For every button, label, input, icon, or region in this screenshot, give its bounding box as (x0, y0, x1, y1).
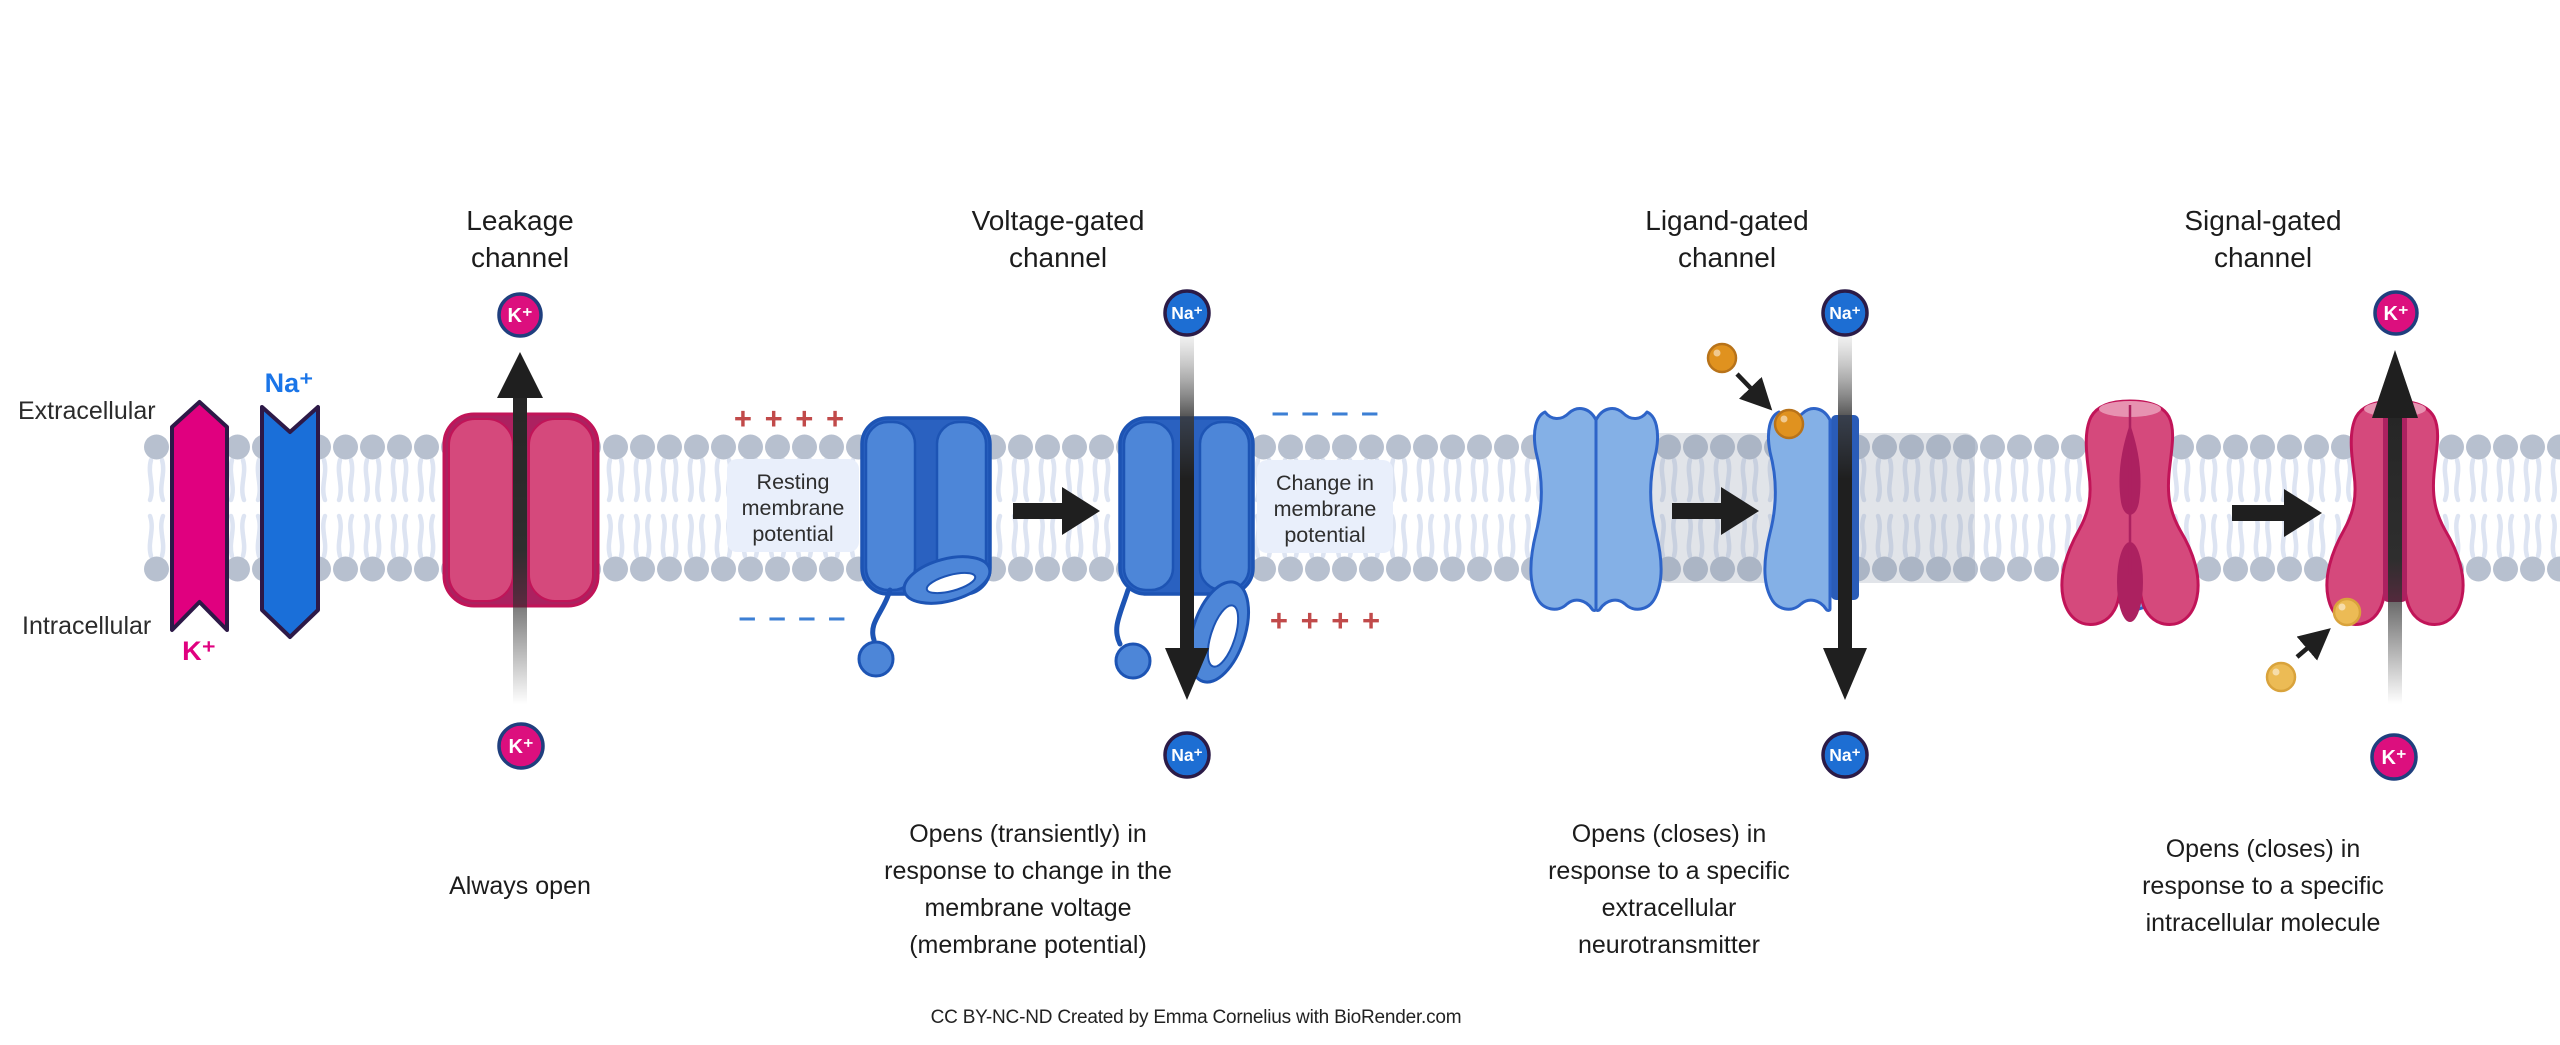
na-ribbon-arrow (260, 405, 320, 639)
neurotransmitter-free (1706, 342, 1738, 374)
svg-text:channel: channel (2214, 242, 2312, 273)
na-ion-label: Na⁺ (1829, 745, 1861, 765)
na-ion-badge-ligand-top: Na⁺ (1821, 289, 1869, 337)
plus-charges-changed-inside: + + + + (1270, 603, 1382, 638)
ligand-gated-channel-closed (1529, 407, 1663, 612)
na-ion-badge-ligand-bottom: Na⁺ (1821, 731, 1869, 779)
svg-text:response to a specific: response to a specific (1548, 857, 1790, 885)
k-ion-label: K⁺ (509, 736, 534, 758)
intracellular-label: Intracellular (22, 612, 151, 640)
transition-arrow-ligand (1672, 487, 1759, 535)
resting-box-line1: Resting (757, 470, 830, 494)
inactivation-chain (870, 587, 893, 643)
na-ion-badge-voltage-top: Na⁺ (1163, 289, 1211, 337)
k-ion-label: K⁺ (508, 305, 533, 327)
k-up-arrow-leakage (497, 352, 543, 704)
svg-text:extracellular: extracellular (1602, 894, 1737, 922)
svg-text:channel: channel (471, 242, 569, 273)
transition-arrow-signal (2232, 489, 2322, 537)
svg-text:Voltage-gated: Voltage-gated (972, 205, 1145, 236)
k-ion-badge-leakage-top: K⁺ (497, 292, 543, 338)
svg-text:channel: channel (1678, 242, 1776, 273)
voltage-caption: Opens (transiently) in response to chang… (884, 820, 1172, 959)
svg-text:Opens (closes) in: Opens (closes) in (1572, 820, 1767, 848)
credit-line: CC BY-NC-ND Created by Emma Cornelius wi… (931, 1007, 1462, 1028)
svg-text:response to change in the: response to change in the (884, 857, 1172, 885)
svg-text:channel: channel (1009, 242, 1107, 273)
k-ion-badge-leakage-bottom: K⁺ (497, 722, 545, 770)
voltage-gated-channel-closed (857, 416, 992, 678)
plus-charges-resting-outside: + + + + (734, 401, 846, 436)
extracellular-label: Extracellular (18, 397, 156, 425)
change-box-line2: membrane (1274, 497, 1377, 521)
ligand-caption: Opens (closes) in response to a specific… (1548, 820, 1790, 959)
inactivation-ball (1114, 642, 1152, 680)
resting-box-line2: membrane (742, 496, 845, 520)
na-down-arrow-voltage (1165, 336, 1209, 700)
voltage-gated-channel-title: Voltage-gated channel (972, 205, 1145, 273)
leakage-caption: Always open (449, 872, 591, 900)
molecule-binding-arrow (2295, 628, 2331, 661)
na-ion-label: Na⁺ (1171, 745, 1203, 765)
svg-text:membrane voltage: membrane voltage (924, 894, 1131, 922)
na-ion-badge-voltage-bottom: Na⁺ (1163, 731, 1211, 779)
svg-text:neurotransmitter: neurotransmitter (1578, 931, 1760, 959)
svg-text:Signal-gated: Signal-gated (2184, 205, 2341, 236)
signal-molecule-bound (2332, 597, 2362, 627)
svg-text:(membrane potential): (membrane potential) (909, 931, 1147, 959)
signal-caption: Opens (closes) in response to a specific… (2142, 835, 2384, 937)
signal-gated-channel-closed (2060, 399, 2200, 627)
k-ion-label: K⁺ (2382, 747, 2407, 769)
na-ribbon-label: Na⁺ (265, 368, 314, 398)
change-box-line1: Change in (1276, 471, 1374, 495)
k-ribbon-arrow (170, 400, 229, 632)
transition-arrow-voltage (1013, 487, 1100, 535)
ligand-gated-channel-title: Ligand-gated channel (1645, 205, 1808, 273)
resting-membrane-potential-box: Resting membrane potential (727, 459, 859, 552)
svg-text:response to a specific: response to a specific (2142, 872, 2384, 900)
minus-charges-changed-outside: – – – – (1272, 394, 1381, 429)
inactivation-chain (1114, 587, 1131, 647)
leakage-channel-title: Leakage channel (466, 205, 573, 273)
inactivation-ball (857, 640, 895, 678)
svg-text:intracellular molecule: intracellular molecule (2146, 909, 2381, 937)
neurotransmitter-bound (1773, 408, 1805, 440)
signal-gated-channel-title: Signal-gated channel (2184, 205, 2341, 273)
resting-box-line3: potential (752, 522, 833, 546)
change-membrane-potential-box: Change in membrane potential (1257, 460, 1393, 553)
k-up-arrow-signal (2372, 350, 2418, 704)
k-ion-label: K⁺ (2384, 303, 2409, 325)
na-ion-label: Na⁺ (1171, 303, 1203, 323)
k-ion-badge-signal-bottom: K⁺ (2370, 733, 2418, 781)
svg-text:Ligand-gated: Ligand-gated (1645, 205, 1808, 236)
ligand-binding-arrow (1735, 372, 1773, 411)
change-box-line3: potential (1284, 523, 1365, 547)
k-ion-badge-signal-top: K⁺ (2373, 290, 2419, 336)
leakage-channel-shape (442, 412, 600, 608)
svg-text:Opens (transiently) in: Opens (transiently) in (909, 820, 1147, 848)
svg-text:Opens (closes) in: Opens (closes) in (2166, 835, 2361, 863)
k-ribbon-label: K⁺ (182, 636, 216, 666)
svg-text:Leakage: Leakage (466, 205, 573, 236)
na-down-arrow-ligand (1823, 336, 1867, 700)
na-ion-label: Na⁺ (1829, 303, 1861, 323)
signal-molecule-free (2265, 661, 2297, 693)
minus-charges-resting-inside: – – – – (739, 599, 848, 634)
